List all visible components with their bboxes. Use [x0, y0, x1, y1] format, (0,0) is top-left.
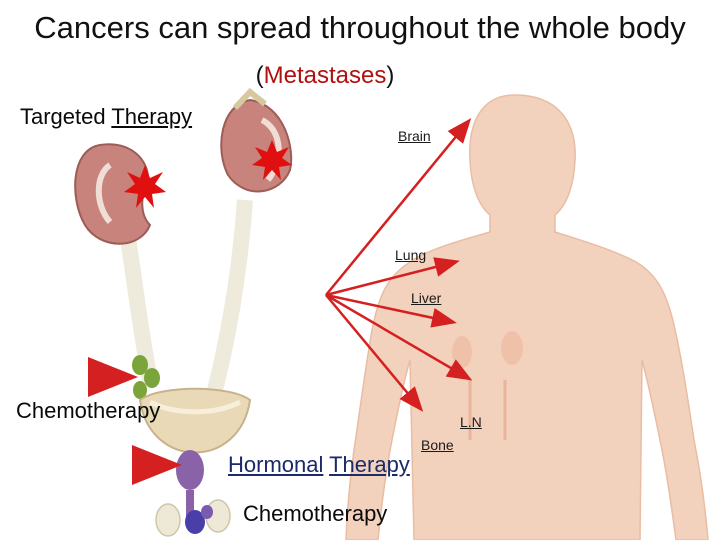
chemotherapy-bottom-label: Chemotherapy — [243, 501, 388, 526]
tumor-starburst — [252, 140, 292, 180]
slide-title: Cancers can spread throughout the whole … — [34, 10, 686, 45]
targeted-word: Targeted — [20, 104, 106, 129]
chemotherapy-left-label: Chemotherapy — [16, 398, 161, 423]
human-body-silhouette — [345, 94, 709, 540]
metastasis-arrows — [325, 118, 473, 412]
lung-label: Lung — [395, 247, 427, 263]
targeted-therapy-label: Targeted Therapy — [20, 104, 192, 130]
liver-label: Liver — [411, 290, 442, 306]
therapy-word: Therapy — [111, 104, 193, 129]
subtitle-open-paren: ( — [255, 62, 264, 89]
tumor-starburst — [124, 165, 166, 208]
brain-label: Brain — [398, 128, 431, 144]
therapy-word: Therapy — [329, 452, 410, 477]
bone-label: Bone — [421, 437, 454, 453]
subtitle-close-paren: ) — [386, 62, 395, 89]
urinary-system-illustration — [74, 87, 293, 537]
slide-subtitle: (Metastases) — [0, 62, 650, 90]
hormonal-therapy-label: Hormonal Therapy — [228, 452, 410, 478]
hormonal-word: Hormonal — [228, 452, 324, 477]
subtitle-word: Metastases — [263, 62, 387, 89]
lymph-node-label: L.N — [460, 414, 482, 430]
